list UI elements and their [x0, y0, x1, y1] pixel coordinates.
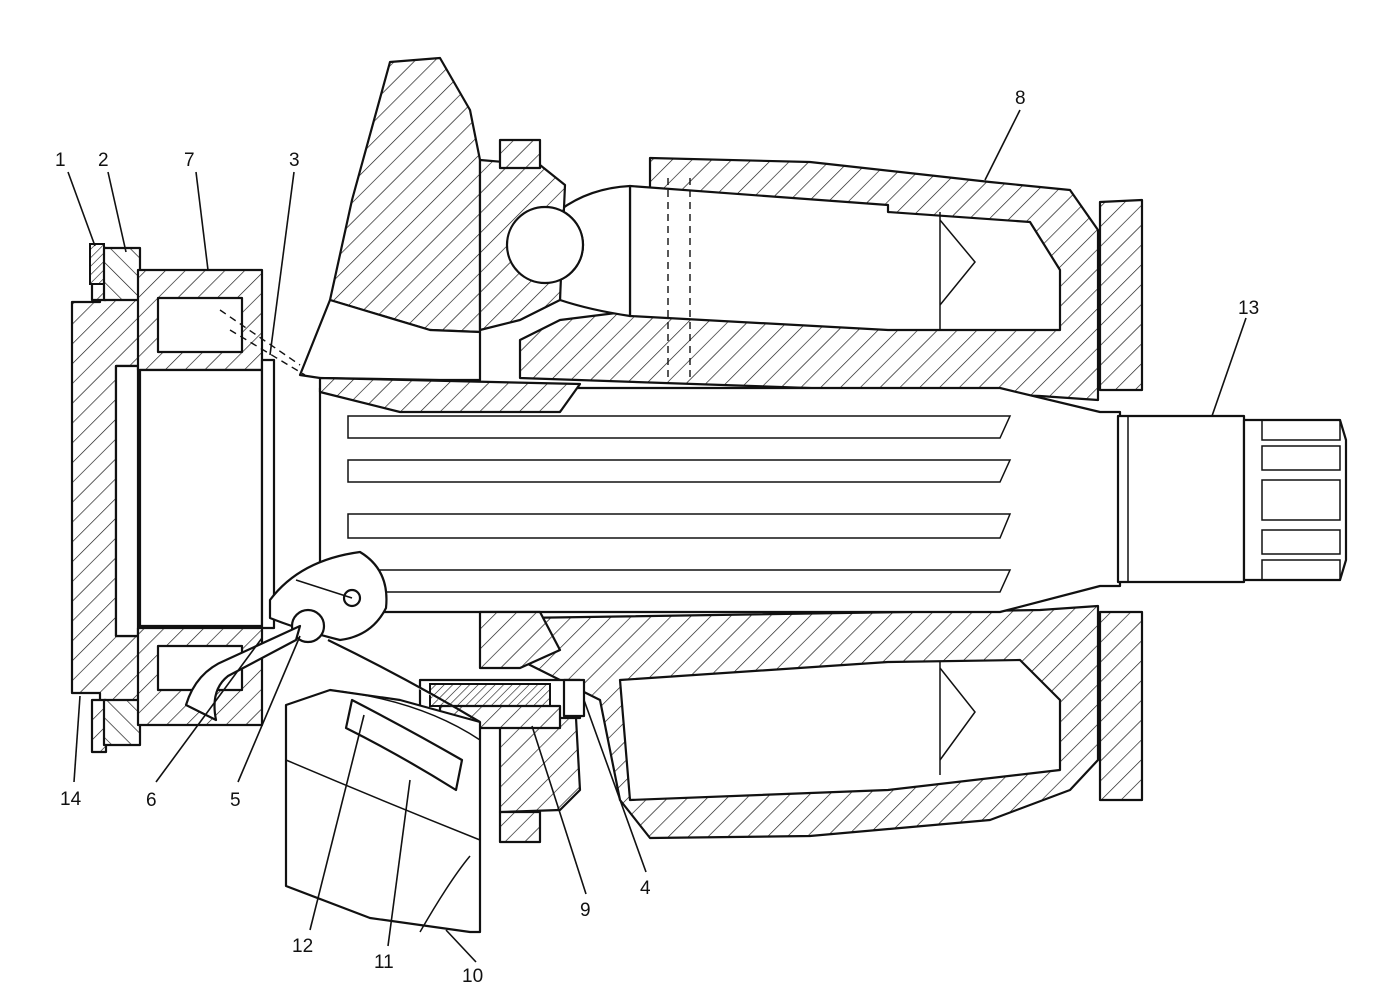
callout-12: 12: [292, 936, 313, 957]
callout-6: 6: [146, 790, 157, 811]
lower-arm-assembly: [284, 639, 482, 934]
callout-labels: 1 2 7 3 8 13 14 6 5 9 4 12 11 10: [55, 88, 1259, 987]
ball-retainer: [478, 138, 585, 844]
lower-block: [418, 610, 586, 814]
upper-swash-block: [298, 56, 482, 382]
callout-1: 1: [55, 150, 66, 171]
lower-piston: [618, 658, 1062, 802]
callout-9: 9: [580, 900, 591, 921]
control-arm: [184, 550, 388, 722]
callout-4: 4: [640, 878, 651, 899]
leader-lines: [67, 109, 1247, 963]
end-cover: [70, 246, 142, 754]
callout-2: 2: [98, 150, 109, 171]
callout-10: 10: [462, 966, 483, 987]
callout-14: 14: [60, 789, 82, 810]
callout-3: 3: [289, 150, 300, 171]
callout-11: 11: [374, 952, 394, 973]
callout-5: 5: [230, 790, 241, 811]
callout-7: 7: [184, 150, 195, 171]
callout-8: 8: [1015, 88, 1026, 109]
bearing-housing: [136, 268, 276, 727]
splined-shaft: [318, 376, 1348, 614]
callout-13: 13: [1238, 298, 1259, 319]
